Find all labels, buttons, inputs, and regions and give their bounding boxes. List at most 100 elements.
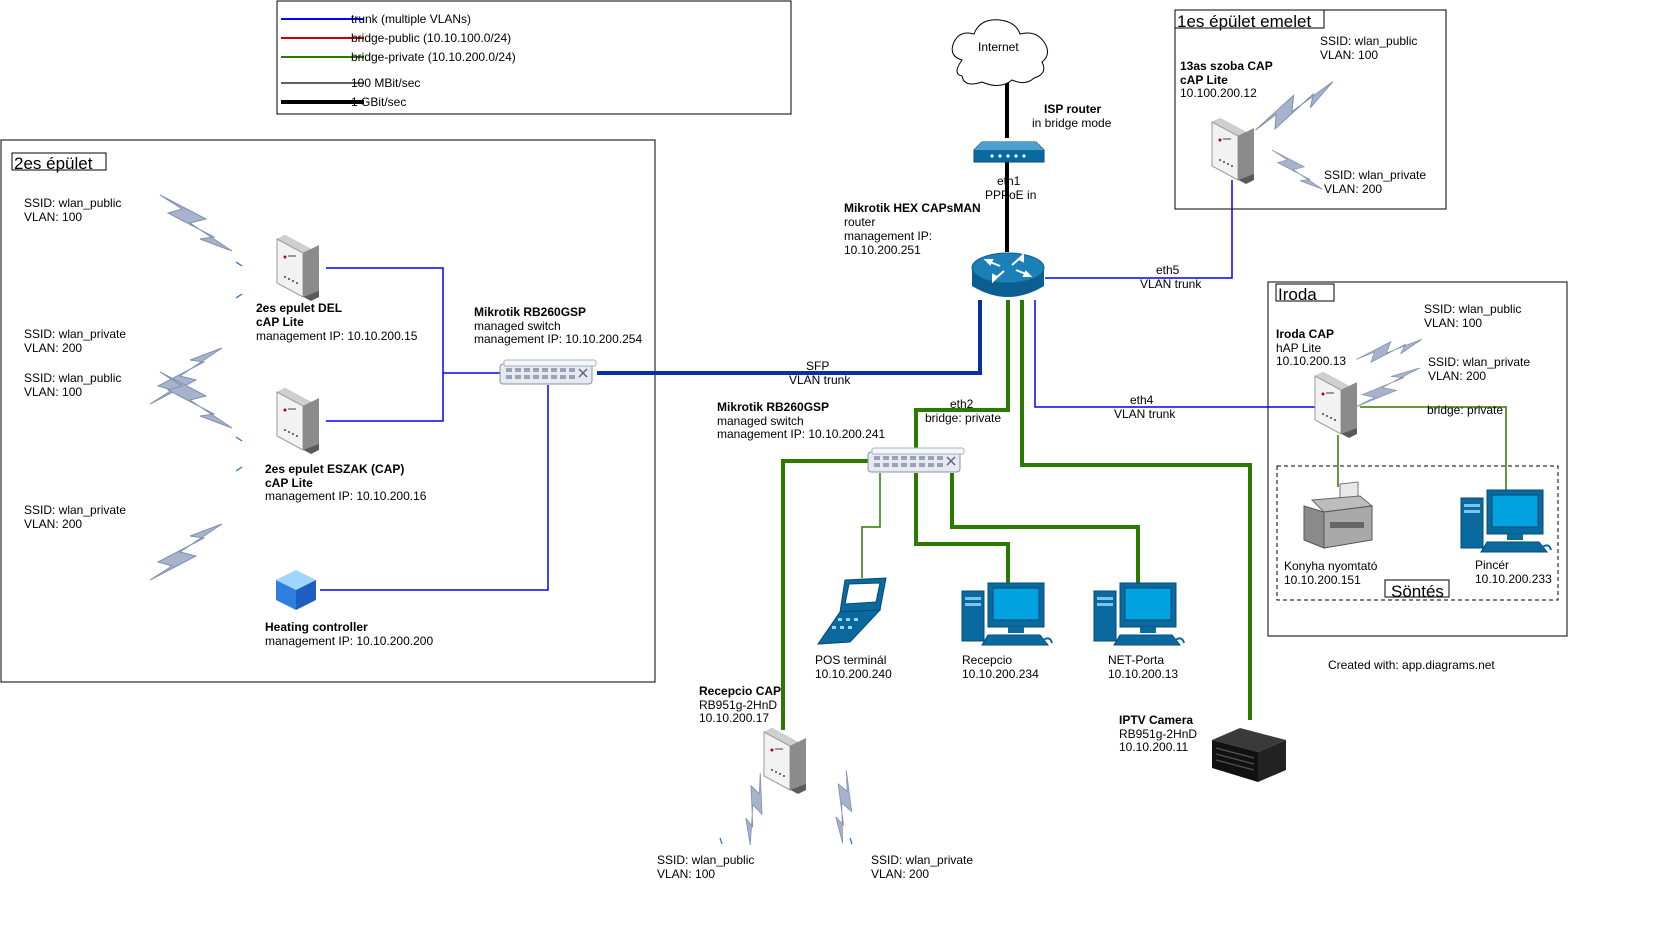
switch1-ip: management IP: 10.10.200.254 bbox=[474, 332, 642, 346]
wifi-bolt-icon bbox=[1271, 149, 1323, 190]
link-sw1-aps bbox=[326, 267, 444, 422]
netporta-name: NET-Porta bbox=[1108, 653, 1164, 667]
del-ip: management IP: 10.10.200.15 bbox=[256, 329, 418, 343]
switch1-role: managed switch bbox=[474, 319, 561, 333]
sontes-box bbox=[1276, 465, 1559, 601]
netporta-ip: 10.10.200.13 bbox=[1108, 667, 1178, 681]
router-ip: 10.10.200.251 bbox=[844, 243, 921, 257]
ssid-label: SSID: wlan_private bbox=[24, 503, 126, 517]
pos-ip: 10.10.200.240 bbox=[815, 667, 892, 681]
heating-ip: management IP: 10.10.200.200 bbox=[265, 634, 433, 648]
heating-controller-icon bbox=[276, 570, 316, 610]
internet-label: Internet bbox=[978, 40, 1019, 54]
iroda-cap-ip: 10.10.200.13 bbox=[1276, 354, 1346, 368]
printer-icon bbox=[1303, 481, 1374, 549]
eszak-name: 2es epulet ESZAK (CAP) bbox=[265, 462, 404, 476]
switch-rb260-2-icon bbox=[867, 447, 965, 473]
pc-recepcio-icon bbox=[961, 582, 1053, 646]
iroda-box bbox=[1267, 281, 1568, 637]
ap-eszak-icon bbox=[276, 387, 320, 455]
link-sw2-reccap bbox=[781, 459, 868, 730]
ap-iroda-icon bbox=[1314, 371, 1358, 439]
building-2-title: 2es épület bbox=[14, 154, 93, 173]
wifi-bolt-icon bbox=[1354, 367, 1421, 408]
iptv-ip: 10.10.200.11 bbox=[1119, 740, 1189, 754]
legend-public-label: bridge-public (10.10.100.0/24) bbox=[351, 31, 511, 45]
link-eth4 bbox=[1034, 300, 1316, 408]
internet-cloud bbox=[951, 19, 1048, 86]
vlan-label: VLAN: 100 bbox=[24, 385, 82, 399]
recepcio-ip: 10.10.200.234 bbox=[962, 667, 1039, 681]
iroda-bridge-label: bridge: private bbox=[1427, 403, 1503, 417]
ap-del-icon bbox=[276, 234, 320, 302]
iptv-model: RB951g-2HnD bbox=[1119, 727, 1197, 741]
created-with-label: Created with: app.diagrams.net bbox=[1328, 658, 1495, 672]
eszak-ip: management IP: 10.10.200.16 bbox=[265, 489, 427, 503]
link-iroda-pincer bbox=[1360, 406, 1507, 490]
del-name: 2es epulet DEL bbox=[256, 301, 342, 315]
link-sfp-trunk bbox=[597, 300, 982, 375]
heating-name: Heating controller bbox=[265, 620, 368, 634]
switch2-ip: management IP: 10.10.200.241 bbox=[717, 427, 885, 441]
link-sw2-netporta bbox=[950, 473, 1140, 583]
router-role: router bbox=[844, 215, 875, 229]
legend-box bbox=[276, 0, 792, 115]
link-eth2 bbox=[914, 300, 1010, 448]
building-2-box bbox=[0, 139, 656, 683]
vlan-label: VLAN: 200 bbox=[871, 867, 929, 881]
ssid-label: SSID: wlan_public bbox=[24, 196, 121, 210]
eszak-model: cAP Lite bbox=[265, 476, 313, 490]
vlan-label: VLAN: 100 bbox=[24, 210, 82, 224]
sfp-label: SFP bbox=[806, 359, 829, 373]
pc-netporta-icon bbox=[1093, 582, 1185, 646]
sfp-trunk-label: VLAN trunk bbox=[789, 373, 851, 387]
ssid-label: SSID: wlan_public bbox=[1320, 34, 1417, 48]
isp-router-mode: in bridge mode bbox=[1032, 116, 1112, 130]
eth5-label: eth5 bbox=[1156, 263, 1180, 277]
szoba-model: cAP Lite bbox=[1180, 73, 1228, 87]
ap-13as-icon bbox=[1211, 117, 1255, 185]
switch1-name: Mikrotik RB260GSP bbox=[474, 305, 586, 319]
ssid-label: SSID: wlan_public bbox=[657, 853, 754, 867]
legend-private-label: bridge-private (10.10.200.0/24) bbox=[351, 50, 516, 64]
legend-1g-label: 1 GBit/sec bbox=[351, 95, 406, 109]
iroda-title: Iroda bbox=[1278, 285, 1317, 304]
szoba-ip: 10.100.200.12 bbox=[1180, 86, 1257, 100]
konyha-ip: 10.10.200.151 bbox=[1284, 573, 1361, 587]
pc-pincer-icon bbox=[1460, 489, 1552, 553]
recepcio-name: Recepcio bbox=[962, 653, 1012, 667]
wifi-bolt-icon bbox=[159, 194, 233, 252]
vlan-label: VLAN: 200 bbox=[1324, 182, 1382, 196]
router-eth1: eth1 bbox=[997, 174, 1021, 188]
link-sw2-pos bbox=[861, 473, 881, 578]
ssid-label: SSID: wlan_private bbox=[871, 853, 973, 867]
eth2-label: eth2 bbox=[950, 397, 974, 411]
vlan-label: VLAN: 200 bbox=[1428, 369, 1486, 383]
vlan-label: VLAN: 100 bbox=[657, 867, 715, 881]
isp-router-name: ISP router bbox=[1044, 102, 1101, 116]
ssid-label: SSID: wlan_private bbox=[1324, 168, 1426, 182]
vlan-label: VLAN: 100 bbox=[1424, 316, 1482, 330]
iroda-cap-name: Iroda CAP bbox=[1276, 327, 1334, 341]
pos-terminal-icon bbox=[817, 577, 887, 645]
vlan-label: VLAN: 200 bbox=[24, 517, 82, 531]
hex-router-icon bbox=[971, 252, 1045, 297]
eth5-trunk-label: VLAN trunk bbox=[1140, 277, 1202, 291]
eth4-label: eth4 bbox=[1130, 393, 1154, 407]
legend-100m-label: 100 MBit/sec bbox=[351, 76, 420, 90]
switch-rb260-1-icon bbox=[499, 359, 597, 385]
link-sw2-recepcio bbox=[914, 473, 1010, 583]
rec-cap-model: RB951g-2HnD bbox=[699, 698, 777, 712]
wifi-bolt-icon bbox=[809, 770, 880, 844]
wifi-bolt-icon bbox=[149, 523, 223, 581]
iptv-name: IPTV Camera bbox=[1119, 713, 1193, 727]
wifi-tick-marks bbox=[235, 261, 853, 845]
link-eth5 bbox=[1045, 180, 1233, 279]
isp-router-icon bbox=[973, 141, 1045, 163]
switch2-role: managed switch bbox=[717, 414, 804, 428]
konyha-name: Konyha nyomtató bbox=[1284, 559, 1378, 573]
wifi-bolt-icon bbox=[1356, 314, 1423, 384]
ap-recepcio-icon bbox=[763, 727, 807, 795]
iptv-camera-icon bbox=[1212, 728, 1286, 782]
